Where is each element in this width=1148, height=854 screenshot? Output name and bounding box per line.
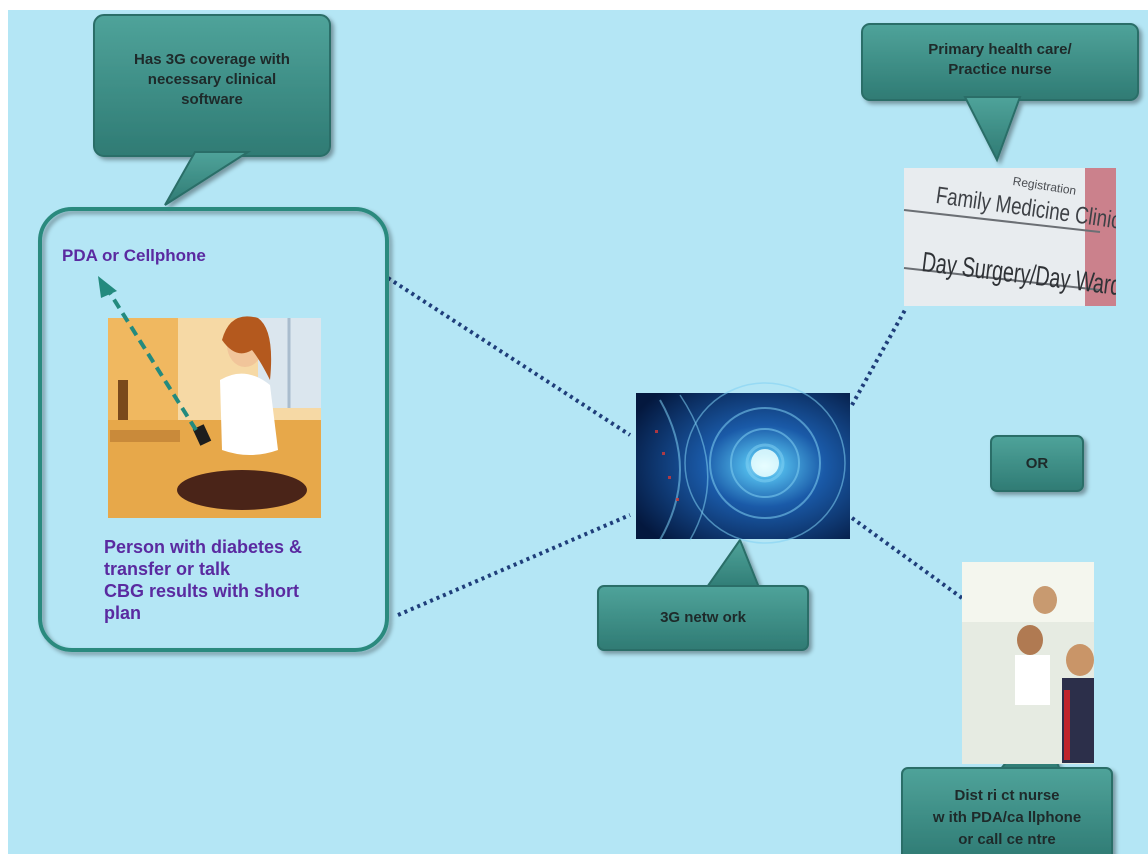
callout-district-nurse-text: Dist ri ct nurse w ith PDA/ca llphone or… [932, 787, 1082, 848]
connector-district [850, 516, 964, 600]
callout-primary-care [861, 23, 1139, 163]
callout-coverage-text: Has 3G coverage with necessary clinical … [134, 51, 290, 108]
connector-clinic [850, 309, 907, 406]
clinic-sign-photo [903, 168, 1116, 306]
callout-or [990, 435, 1084, 492]
clinic-sign-text: Registration Family Medicine Clinic Day … [904, 168, 1116, 306]
woman-illustration [108, 316, 321, 518]
callout-network-text: 3G netw ork [660, 609, 746, 626]
patient-panel-frame [38, 207, 389, 652]
patient-description: Person with diabetes & transfer or talk … [104, 537, 303, 623]
callout-network [597, 537, 809, 651]
callout-coverage [93, 14, 331, 206]
clinic-sign-line-daysurgery: Day Surgery/Day Ward [920, 246, 1116, 302]
device-label: PDA or Cellphone [62, 246, 206, 265]
connector-patient-top [386, 276, 632, 437]
connector-patient-bottom [397, 513, 631, 617]
network-image [636, 382, 850, 544]
callout-primary-care-text: Primary health care/ Practice nurse [928, 41, 1072, 78]
connector-lines [386, 276, 964, 617]
device-arrow [98, 276, 198, 432]
callout-or-text: OR [1025, 455, 1049, 472]
district-nurse-photo [962, 562, 1094, 764]
